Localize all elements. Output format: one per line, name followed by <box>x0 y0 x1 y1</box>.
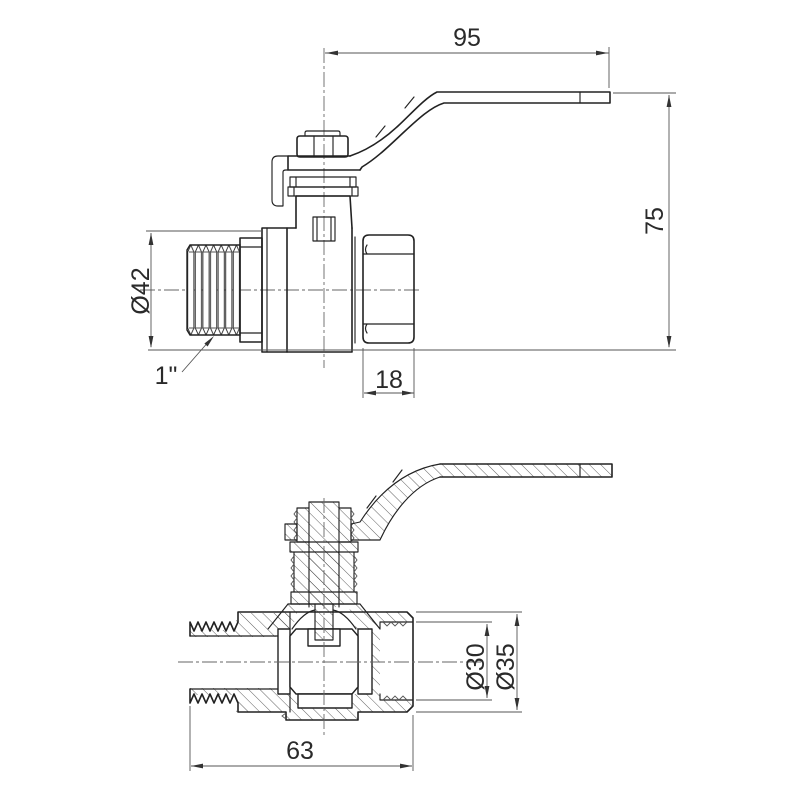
body-length-value: 63 <box>286 737 314 765</box>
bore-diameter-value: Ø30 <box>462 643 490 690</box>
handle-length-value: 95 <box>453 24 481 52</box>
male-thread <box>186 244 241 336</box>
dim-body-length: 63 <box>189 706 414 771</box>
dim-handle-length: 95 <box>325 24 610 88</box>
body-diameter-value: Ø42 <box>127 267 155 314</box>
nut-cap <box>304 130 341 137</box>
outlet-thread-section <box>379 621 414 701</box>
inlet-bore <box>189 635 279 690</box>
ball-seat-left <box>277 628 291 695</box>
dim-bore-diameter: Ø30 <box>416 621 492 701</box>
thread-size-value: 1" <box>155 362 178 390</box>
dim-total-height: 75 <box>148 92 676 351</box>
handle-bend-marks <box>375 96 415 138</box>
handle-bend-marks-section <box>366 469 403 509</box>
section-hatching <box>190 464 612 720</box>
section-outline <box>189 611 414 721</box>
outlet-nut <box>362 234 415 344</box>
packing-rings <box>287 176 359 197</box>
handle-bracket <box>271 155 361 207</box>
valve-body <box>286 195 356 353</box>
connection-diameter-value: Ø35 <box>492 643 520 690</box>
section-view: 63 Ø30 Ø35 <box>178 463 613 771</box>
gland-section <box>267 541 381 630</box>
ball-crown-arcs <box>291 609 357 630</box>
side-view: 95 75 Ø42 1" 18 <box>127 24 676 398</box>
bottom-plug <box>297 693 353 709</box>
ball-seat-right <box>357 628 373 695</box>
stem-hole <box>312 216 336 242</box>
thread-size-callout: 1" <box>155 336 214 390</box>
dim-body-diameter: Ø42 <box>127 230 262 348</box>
total-height-value: 75 <box>641 207 669 235</box>
nut-width-value: 18 <box>375 366 403 394</box>
handle-section <box>284 463 613 541</box>
dim-nut-width: 18 <box>362 348 415 398</box>
dim-connection-diameter: Ø35 <box>416 611 522 713</box>
stem-nut <box>296 130 349 158</box>
handle <box>349 91 611 171</box>
